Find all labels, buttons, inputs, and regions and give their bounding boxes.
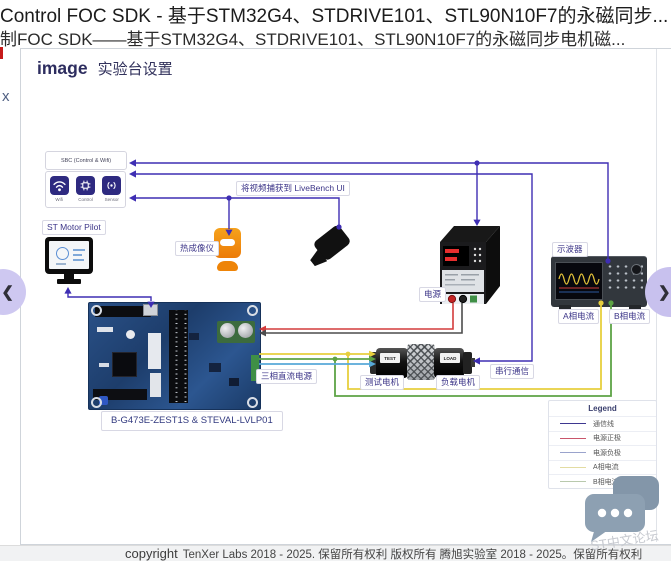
control-icon-label: Control — [78, 197, 93, 202]
close-icon[interactable]: x — [2, 88, 10, 105]
monitor-gauge — [56, 247, 69, 260]
pcb-board-image — [88, 302, 261, 410]
monitor-icon — [45, 237, 93, 284]
board-silkscreen — [150, 373, 161, 397]
legend-row: B相电流 — [549, 474, 656, 489]
load-motor-nameplate: LOAD — [440, 353, 460, 363]
legend-row: A相电流 — [549, 459, 656, 475]
board-bottom-connector — [93, 389, 147, 400]
motor-coupling — [407, 344, 435, 380]
board-screw-hole — [91, 305, 102, 316]
legend-swatch-phase-a — [560, 466, 586, 468]
thermal-camera-label: 热成像仪 — [175, 241, 220, 256]
oscilloscope-screen — [555, 262, 603, 300]
board-silkscreen — [148, 333, 161, 369]
legend-label: 通信线 — [593, 420, 614, 428]
oscilloscope-image — [551, 256, 647, 307]
thermal-camera-base — [217, 261, 238, 271]
sbc-control-cell: Control — [74, 176, 96, 202]
chevron-right-glyph: ❯ — [658, 284, 671, 301]
board-label: B-G473E-ZEST1S & STEVAL-LVLP01 — [101, 411, 283, 431]
legend-swatch-communication — [560, 423, 586, 425]
legend: Legend 通信线 电源正极 电源负极 A相电流 B相电流 — [548, 400, 657, 489]
legend-row: 电源正极 — [549, 430, 656, 446]
board-screw-hole — [247, 397, 258, 408]
monitor-neck — [64, 274, 74, 280]
page-title: 实验台设置 — [97, 61, 173, 78]
sbc-sensor-cell: Sensor — [101, 176, 123, 202]
board-silkscreen — [97, 327, 113, 332]
board-top-components — [95, 306, 151, 317]
monitor-frame — [45, 237, 93, 274]
load-motor-label: 负载电机 — [436, 375, 481, 390]
st-motor-pilot-label: ST Motor Pilot — [42, 220, 106, 235]
thermal-camera-lens — [220, 239, 235, 246]
monitor-bar — [56, 263, 66, 265]
load-motor-shaft — [471, 358, 475, 367]
chevron-left-glyph: ❮ — [1, 284, 14, 301]
legend-row: 电源负极 — [549, 445, 656, 460]
left-red-marker — [0, 47, 3, 59]
control-icon — [75, 176, 95, 195]
board-usb-connector — [143, 304, 158, 316]
board-screw-hole — [247, 305, 258, 316]
sbc-title-text: SBC (Control & Wifi) — [60, 157, 112, 164]
copyright-word: copyright — [125, 546, 178, 561]
board-screw-hole — [91, 397, 102, 408]
legend-swatch-power-negative — [560, 452, 586, 454]
chat-bubbles-icon[interactable] — [583, 472, 667, 547]
board-pin-header — [169, 310, 188, 403]
sbc-title-box: SBC (Control & Wifi) — [45, 151, 127, 170]
monitor-screen — [49, 241, 89, 269]
board-capacitor — [220, 323, 235, 338]
livebench-label: 将视频捕获到 LiveBench UI — [236, 181, 350, 196]
test-motor-label: 测试电机 — [360, 375, 405, 390]
legend-label: A相电流 — [593, 464, 619, 472]
heading-prefix: image — [37, 58, 88, 78]
copyright-bar: copyright TenXer Labs 2018 - 2025. 保留所有权… — [0, 545, 671, 561]
phase-a-current-label: A相电流 — [558, 309, 600, 324]
legend-swatch-power-positive — [560, 437, 586, 439]
monitor-bar — [73, 259, 84, 261]
legend-label: B相电流 — [593, 478, 619, 486]
window-title-line2: 制FOC SDK——基于STM32G4、STDRIVE101、STL90N10F… — [0, 30, 626, 49]
monitor-bar — [73, 254, 82, 256]
oscilloscope-knob — [631, 264, 642, 275]
sensor-icon-label: Sensor — [104, 197, 119, 202]
board-mcu — [112, 352, 137, 377]
image-heading: image 实验台设置 — [37, 58, 173, 79]
phase-b-current-label: B相电流 — [609, 309, 651, 324]
board-phase-connector — [251, 355, 259, 381]
three-phase-dc-label: 三相直流电源 — [256, 369, 318, 384]
window-title-line1: Control FOC SDK - 基于STM32G4、STDRIVE101、S… — [0, 6, 669, 27]
board-chip — [229, 378, 239, 386]
legend-swatch-phase-b — [560, 481, 586, 483]
oscilloscope-foot — [629, 305, 641, 309]
test-motor-nameplate: TEST — [380, 353, 400, 363]
copyright-text: TenXer Labs 2018 - 2025. 保留所有权利 版权所有 腾旭实… — [182, 548, 643, 561]
board-trimpot — [99, 396, 108, 405]
legend-label: 电源负极 — [593, 449, 621, 457]
board-capacitor — [238, 323, 253, 338]
power-supply-image — [437, 224, 503, 313]
serial-comm-label: 串行通信 — [490, 364, 535, 379]
legend-title: Legend — [588, 404, 617, 413]
monitor-base — [57, 279, 81, 284]
sensor-icon — [102, 176, 122, 195]
wifi-icon-label: Wifi — [55, 197, 63, 202]
board-chip — [209, 363, 221, 372]
board-chip — [189, 333, 199, 340]
sbc-wifi-cell: Wifi — [48, 176, 70, 202]
power-supply-label: 电源 — [419, 287, 447, 302]
board-silkscreen — [99, 363, 109, 367]
board-st-logo — [126, 330, 135, 339]
oscilloscope-label: 示波器 — [552, 242, 588, 257]
sbc-icons-box: Wifi Control Sensor — [45, 171, 126, 208]
legend-row: 通信线 — [549, 416, 656, 431]
wifi-icon — [49, 176, 69, 195]
legend-label: 电源正极 — [593, 435, 621, 443]
monitor-bar — [73, 249, 85, 251]
